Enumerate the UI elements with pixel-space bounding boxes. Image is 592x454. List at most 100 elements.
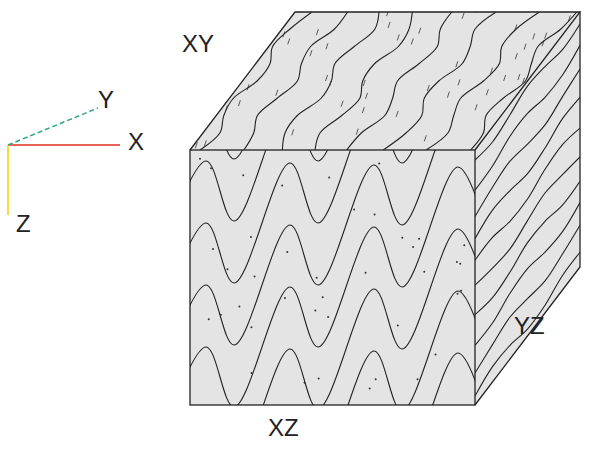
- stipple-dot: [378, 162, 380, 164]
- side-trace: [475, 97, 580, 238]
- fold-trace: [282, 12, 379, 150]
- stipple-dot: [327, 316, 329, 318]
- stipple-dot: [459, 263, 461, 265]
- cleavage-dash: [411, 39, 413, 45]
- cleavage-dash: [276, 90, 278, 96]
- cleavage-dash: [524, 44, 526, 50]
- cleavage-dash: [504, 75, 506, 81]
- stipple-dot: [375, 378, 377, 380]
- cleavage-dash: [568, 15, 570, 21]
- cleavage-dash: [292, 129, 294, 135]
- fold-layer: [190, 150, 475, 219]
- stipple-dot: [397, 325, 399, 327]
- cleavage-dash: [475, 104, 477, 110]
- fold-layer: [190, 353, 475, 405]
- stipple-dot: [227, 268, 229, 270]
- stipple-dot: [322, 296, 324, 298]
- stipple-dot: [365, 272, 367, 274]
- stipple-dot: [328, 177, 330, 179]
- fold-layer: [190, 150, 475, 343]
- stipple-dot: [463, 244, 465, 246]
- top-traces: [195, 7, 577, 150]
- top-outline: [190, 12, 580, 150]
- cleavage-dash: [515, 24, 517, 30]
- side-trace: [475, 252, 580, 396]
- cleavage-dash: [397, 34, 399, 40]
- cleavage-dash: [518, 74, 520, 80]
- side-trace: [475, 181, 580, 314]
- side-traces: [475, 24, 580, 396]
- axis-label: XZ: [268, 414, 299, 442]
- fold-trace: [244, 12, 348, 150]
- cleavage-dash: [462, 13, 464, 19]
- stipple-dot: [418, 238, 420, 240]
- z-axis: [7, 145, 9, 215]
- cleavage-dash: [356, 129, 358, 135]
- stipple-dot: [412, 246, 414, 248]
- front-outline: [190, 150, 475, 405]
- stipple-dot: [238, 305, 240, 307]
- fold-trace: [471, 12, 577, 150]
- cleavage-dash: [316, 29, 318, 35]
- stipple-dot: [303, 382, 305, 384]
- stipple-dot: [401, 237, 403, 239]
- cleavage-dash: [225, 105, 227, 111]
- fold-trace: [426, 12, 539, 150]
- fold-trace: [347, 12, 452, 150]
- cleavage-dash: [388, 22, 390, 28]
- stipple-dot: [314, 310, 316, 312]
- cleavage-dash: [396, 111, 398, 117]
- stipple-dot: [212, 248, 214, 250]
- side-trace: [475, 157, 580, 285]
- stipple-dot: [199, 158, 201, 160]
- axis-label: X: [128, 128, 144, 156]
- y-axis: [8, 108, 98, 145]
- cleavage-dash: [447, 92, 449, 98]
- stipple-dot: [250, 326, 252, 328]
- cleavage-dash: [542, 40, 544, 46]
- side-outline: [475, 12, 580, 405]
- stipple-dot: [316, 277, 318, 279]
- fold-layer: [190, 167, 475, 405]
- stipple-dot: [374, 213, 376, 215]
- fold-trace: [383, 12, 496, 150]
- stipple-dot: [353, 209, 355, 211]
- axis-label: Y: [98, 86, 114, 114]
- stipple-dot: [456, 261, 458, 263]
- stipple-dot: [250, 236, 252, 238]
- side-trace: [475, 128, 580, 260]
- stipple-dot: [423, 271, 425, 273]
- cleavage-dash: [330, 80, 332, 86]
- side-trace: [475, 225, 580, 373]
- stipple-dot: [460, 290, 462, 292]
- stipple-dot: [284, 297, 286, 299]
- stipple-dot: [242, 174, 244, 176]
- stipple-dot: [318, 377, 320, 379]
- axis-label: XY: [182, 30, 214, 58]
- cleavage-dash: [515, 53, 517, 59]
- cleavage-dash: [362, 107, 364, 113]
- stipple-dot: [286, 251, 288, 253]
- cleavage-dash: [491, 68, 493, 74]
- fold-layer: [190, 291, 475, 405]
- cleavage-dash: [283, 31, 285, 37]
- cleavage-dash: [366, 93, 368, 99]
- cleavage-dash: [288, 38, 290, 44]
- cleavage-dash: [247, 84, 249, 90]
- stipple-dot: [220, 314, 222, 316]
- stipple-dot: [208, 318, 210, 320]
- axes: [8, 108, 120, 215]
- cleavage-dash: [310, 50, 312, 56]
- cleavage-dash: [456, 61, 458, 67]
- axis-label: YZ: [514, 312, 545, 340]
- cleavage-dash: [458, 79, 460, 85]
- fold-trace: [200, 12, 312, 150]
- cleavage-dash: [326, 43, 328, 49]
- cleavage-dash: [387, 10, 389, 16]
- side-trace: [475, 203, 580, 346]
- stipple-dot: [369, 387, 371, 389]
- cleavage-dash: [341, 101, 343, 107]
- cleavage-dash: [204, 140, 206, 146]
